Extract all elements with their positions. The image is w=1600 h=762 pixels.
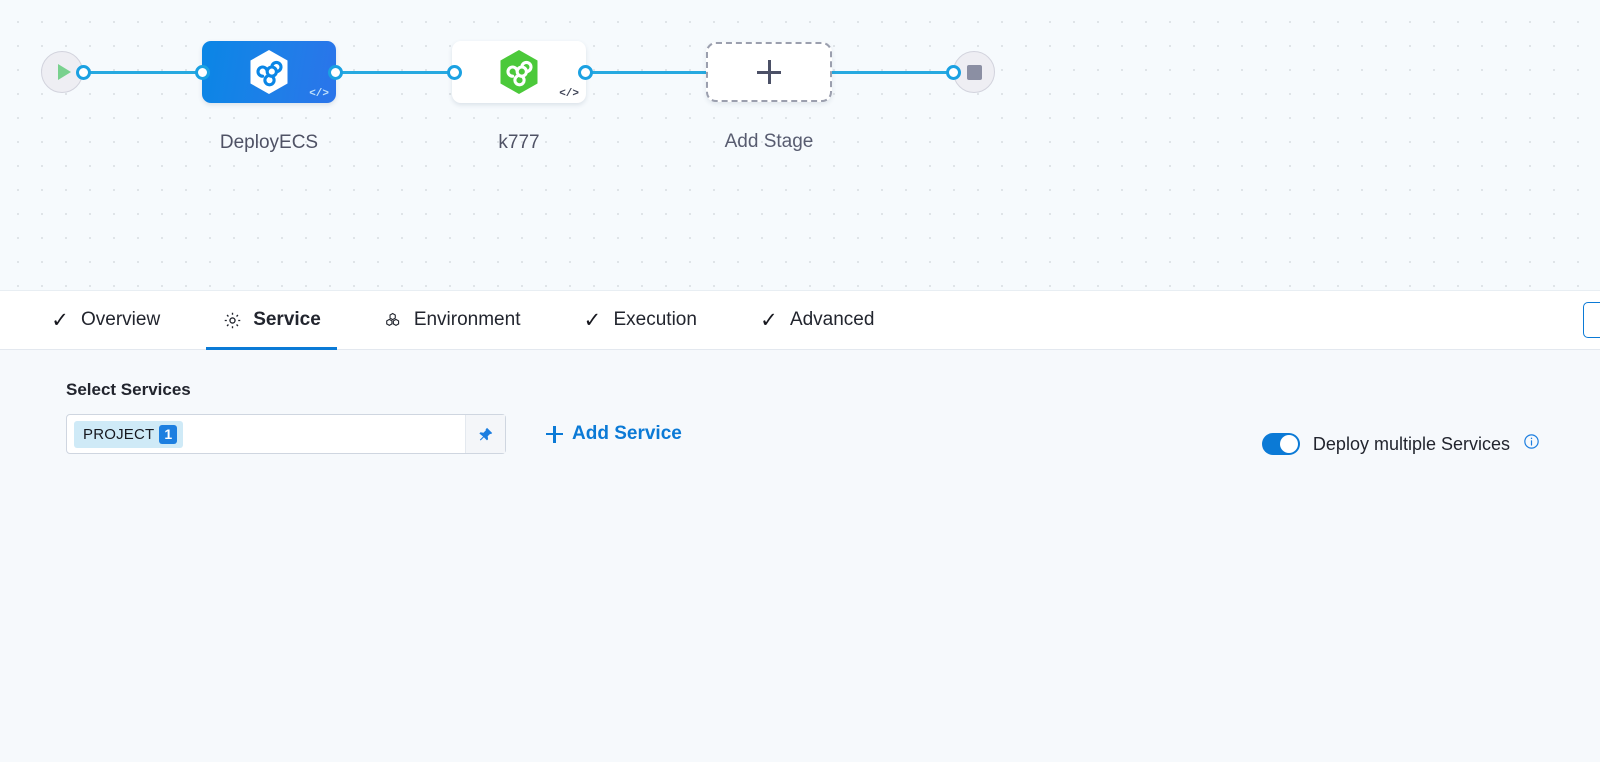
- save-as-template-button[interactable]: S: [1582, 302, 1600, 338]
- chip-count-badge: 1: [159, 424, 178, 444]
- play-icon: [57, 64, 71, 80]
- stage-node-deployecs[interactable]: </>: [202, 41, 336, 103]
- chip-label: PROJECT: [83, 425, 155, 443]
- connector-rail: [84, 71, 209, 74]
- check-icon: ✓: [583, 308, 602, 332]
- tab-label: Advanced: [789, 309, 875, 330]
- tab-label: Overview: [81, 309, 161, 330]
- info-icon[interactable]: [1523, 433, 1540, 455]
- deploy-multiple-services-group: Deploy multiple Services: [1261, 433, 1540, 455]
- gear-icon: [222, 310, 242, 330]
- connector-port[interactable]: [195, 65, 210, 80]
- connector-port[interactable]: [946, 65, 961, 80]
- select-services-label: Select Services: [66, 380, 191, 399]
- stage-label-k777: k777: [498, 132, 540, 153]
- tab-label: Execution: [613, 309, 697, 330]
- stage-label-deployecs: DeployECS: [219, 132, 319, 153]
- connector-port[interactable]: [447, 65, 462, 80]
- toggle-knob: [1279, 435, 1298, 453]
- service-config-panel: Select Services PROJECT 1 Add Service De…: [0, 350, 1600, 762]
- tab-execution[interactable]: ✓ Execution: [566, 291, 712, 349]
- service-chip-project[interactable]: PROJECT 1: [74, 420, 184, 448]
- connector-rail: [580, 71, 710, 74]
- deploy-multiple-services-toggle[interactable]: [1261, 433, 1300, 455]
- check-icon: ✓: [760, 308, 778, 332]
- services-multiselect[interactable]: PROJECT 1: [66, 414, 506, 454]
- connector-port[interactable]: [328, 65, 343, 80]
- stop-icon: [966, 64, 982, 80]
- tab-overview[interactable]: ✓ Overview: [34, 291, 176, 349]
- add-service-button[interactable]: Add Service: [546, 423, 682, 445]
- tab-advanced[interactable]: ✓ Advanced: [743, 291, 891, 349]
- tab-environment[interactable]: Environment: [367, 291, 537, 349]
- tab-service[interactable]: Service: [206, 291, 337, 350]
- deploy-multiple-services-label: Deploy multiple Services: [1312, 433, 1510, 454]
- plus-icon: [546, 425, 563, 443]
- check-icon: ✓: [51, 308, 69, 332]
- tab-label: Environment: [413, 309, 521, 330]
- stage-config-tabs: ✓ Overview Service Environment ✓ Executi…: [0, 291, 1600, 350]
- hexagons-icon: [383, 310, 403, 330]
- tab-label: Service: [253, 309, 321, 330]
- add-stage-button[interactable]: [706, 42, 832, 102]
- connector-port[interactable]: [578, 65, 593, 80]
- code-view-badge[interactable]: </>: [559, 88, 579, 100]
- pipeline-canvas[interactable]: </> DeployECS </> k777 Add Stage: [0, 0, 1600, 291]
- pin-icon[interactable]: [465, 415, 505, 453]
- stage-node-k777[interactable]: </>: [452, 41, 586, 103]
- plus-icon: [757, 60, 781, 84]
- harness-hexagon-icon: [500, 50, 538, 94]
- connector-port[interactable]: [76, 65, 91, 80]
- select-services-row: PROJECT 1 Add Service: [66, 414, 1600, 454]
- connector-rail: [828, 71, 963, 74]
- connector-rail: [330, 71, 458, 74]
- add-stage-label: Add Stage: [724, 131, 814, 152]
- code-view-badge[interactable]: </>: [309, 88, 329, 100]
- harness-hexagon-icon: [250, 50, 288, 94]
- add-service-label: Add Service: [572, 423, 682, 444]
